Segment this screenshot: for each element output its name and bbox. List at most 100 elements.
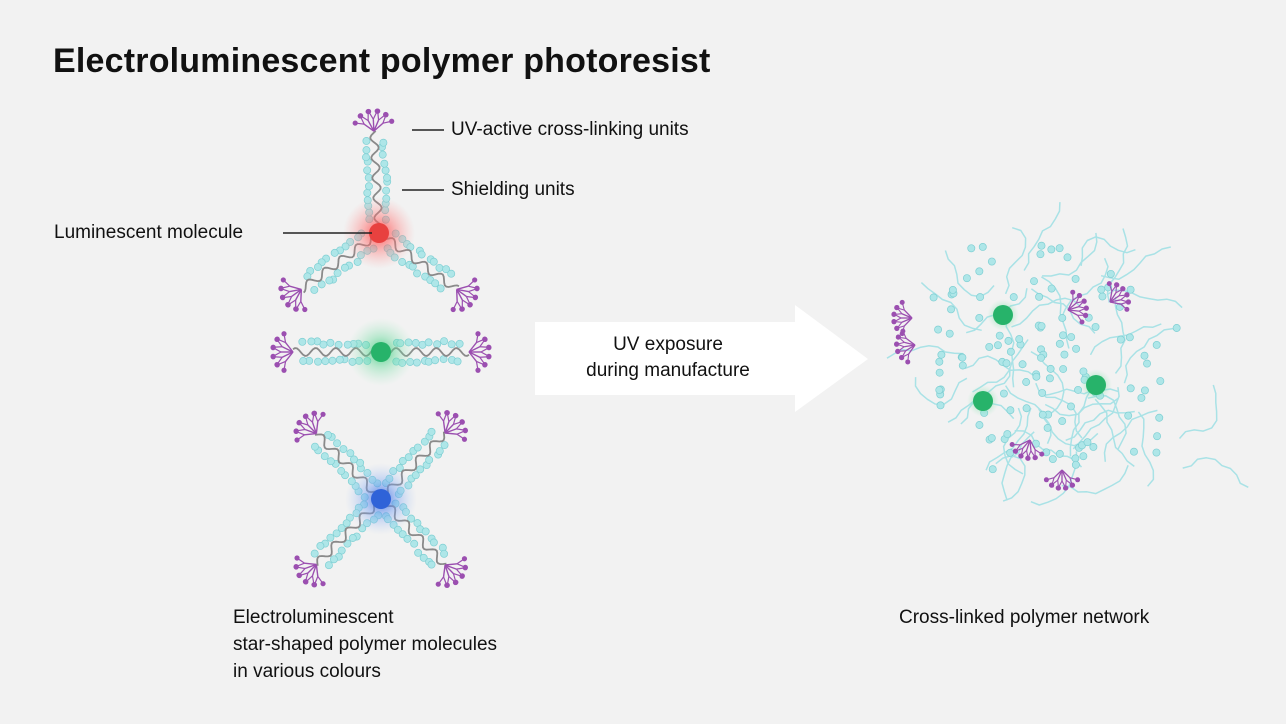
page-title: Electroluminescent polymer photoresist [53,42,711,80]
network-fibre [1023,202,1061,271]
shielding-bead [436,284,445,293]
shielding-bead [1155,413,1164,422]
shielding-bead [936,401,945,410]
crosslinker-unit [459,419,465,425]
network-fibre [972,339,1029,393]
crosslinker-unit [895,334,901,340]
network-fibre [1001,431,1035,501]
crosslinker-branch [373,119,380,132]
left-caption-line1: Electroluminescent [233,607,394,628]
crosslinker-branch [456,288,467,298]
crosslinker-unit [899,355,905,361]
shielding-bead [948,286,957,294]
shielding-bead [403,534,412,543]
crosslinker-unit [274,336,280,342]
crosslinker-unit [895,349,901,355]
shielding-bead [314,357,322,366]
shielding-bead [412,358,421,367]
shielding-bead [425,456,434,464]
shielding-bead [310,549,319,558]
shielding-bead [1063,253,1072,262]
shielding-bead [337,524,346,532]
shielding-bead [383,173,392,182]
crosslinker-unit [462,565,468,571]
shielding-bead [1059,365,1068,373]
shielding-bead [1071,460,1080,469]
shielding-bead [1079,452,1088,461]
shielding-bead [1030,277,1038,286]
crosslinker-unit [435,581,441,587]
network-fibre [1044,397,1119,417]
crosslinker-branch [367,120,375,132]
shielding-bead [1036,250,1045,259]
shielding-bead [364,173,373,182]
crosslinker-unit [900,328,906,334]
shielding-bead [978,243,987,251]
crosslinker-branch [444,428,457,434]
crosslinker-branch [281,351,294,358]
shielding-bead [937,350,946,359]
luminescent-core [369,223,389,243]
network-fibre [1123,327,1174,384]
crosslinker-unit [285,302,291,308]
network-fibre [1004,385,1052,444]
shielding-bead [1091,322,1100,331]
shielding-bead [1047,284,1056,293]
network-fibre [1106,289,1183,309]
shielding-bead [414,548,423,557]
shielding-bead [337,467,346,475]
shielding-bead [379,138,388,147]
shielding-bead [1143,359,1151,368]
crosslinker-unit [452,579,459,586]
shielding-bead [413,443,422,452]
shielding-bead [350,455,358,464]
crosslinker-unit [444,582,450,588]
shielding-bead [1152,341,1161,349]
cross-linked-network [886,202,1249,506]
shielding-bead [363,166,372,175]
shielding-bead [975,421,984,429]
crosslinker-unit [474,286,480,292]
shielding-bead [1037,353,1046,362]
shielding-bead [1058,314,1067,322]
shielding-bead [429,257,438,266]
crosslinker-unit [1043,477,1049,483]
crosslinker-unit [293,306,299,312]
shielding-bead [1071,274,1080,283]
shielding-bead [420,437,429,446]
network-fibre [1061,257,1109,318]
right-caption: Cross-linked polymer network [899,607,1150,628]
crosslinker-unit [274,361,280,368]
shielding-bead [947,305,955,314]
shielding-bead [987,257,996,266]
crosslinker-branch [304,563,317,570]
crosslinker-unit [444,410,450,416]
shielding-bead [1045,374,1054,383]
crosslinker-unit [280,277,286,283]
crosslinker-branch [1067,306,1079,311]
crosslinker-unit [453,413,459,419]
crosslinker-branch [456,285,469,291]
network-fibre [1042,232,1098,277]
crosslinker-unit [1009,442,1015,448]
shielding-bead [314,263,322,272]
shielding-bead [1124,411,1133,420]
shielding-bead [417,250,426,259]
network-fibre [944,250,995,298]
shielding-bead [1009,293,1018,302]
crosslinker-branch [1022,439,1031,449]
shielding-bead [335,355,344,364]
shielding-bead [333,439,342,448]
crosslinker-branch [281,346,294,353]
crosslinker-unit [462,428,468,434]
shielding-bead [1048,455,1057,463]
crosslinker-unit [450,306,456,313]
shielding-bead [934,325,943,334]
shielding-bead [339,445,348,454]
shielding-bead [320,452,329,461]
crosslinker-branch [1109,292,1117,303]
crosslinker-unit [320,411,326,417]
uv-exposure-arrow [535,305,868,412]
shielding-bead [342,519,351,528]
shielding-bead [1153,432,1162,441]
